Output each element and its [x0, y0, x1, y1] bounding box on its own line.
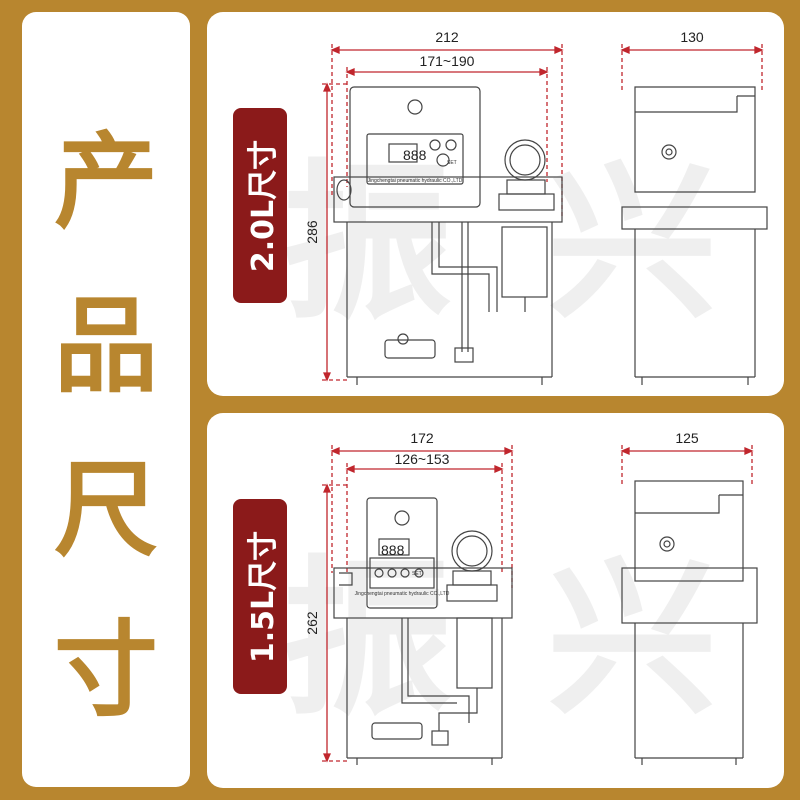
title-char-4: 寸 — [53, 609, 158, 731]
title-panel: 产 品 尺 寸 — [22, 12, 190, 787]
front-view-2l — [333, 86, 563, 385]
watermark-char-4: 兴 — [547, 541, 717, 739]
display-2l: 888 — [403, 147, 427, 163]
badge-1-5l: 1.5L尺寸 — [233, 499, 287, 694]
dim-inner-width-2: 126~153 — [395, 451, 450, 467]
dim-overall-width: 212 — [435, 29, 459, 45]
drawing-2l: 振 兴 212 171~190 286 130 — [282, 29, 768, 385]
display-1-5l: 888 — [381, 542, 405, 558]
title-char-2: 品 — [53, 285, 158, 407]
title-char-1: 产 — [53, 121, 158, 243]
set-label-2l: SET — [447, 160, 457, 166]
nameplate-1-5l: Jingchengtai pneumatic hydraulic CO.,LTD — [355, 591, 450, 597]
panel-1-5l: 振 兴 172 126~153 262 125 — [207, 413, 784, 788]
badge-2l-label: 2.0L尺寸 — [246, 139, 281, 272]
front-view-1-5l — [333, 497, 513, 765]
drawing-1-5l: 振 兴 172 126~153 262 125 — [282, 430, 758, 765]
panel-2l: 振 兴 212 171~190 286 130 — [207, 12, 784, 396]
side-view-2l — [621, 86, 768, 385]
dim-side-depth: 130 — [680, 29, 704, 45]
dim-height: 286 — [304, 220, 320, 244]
dim-inner-width: 171~190 — [420, 53, 475, 69]
badge-2l: 2.0L尺寸 — [233, 108, 287, 303]
dim-overall-width-2: 172 — [410, 430, 434, 446]
set-label-1-5l: SET — [412, 571, 422, 577]
dim-height-2: 262 — [304, 611, 320, 635]
title-char-3: 尺 — [53, 449, 158, 571]
watermark-char-2: 兴 — [547, 145, 717, 343]
badge-1-5l-label: 1.5L尺寸 — [246, 530, 281, 663]
side-view-1-5l — [621, 480, 758, 765]
nameplate-2l: Jingchengtai pneumatic hydraulic CO.,LTD — [368, 178, 463, 184]
dim-side-depth-2: 125 — [675, 430, 699, 446]
